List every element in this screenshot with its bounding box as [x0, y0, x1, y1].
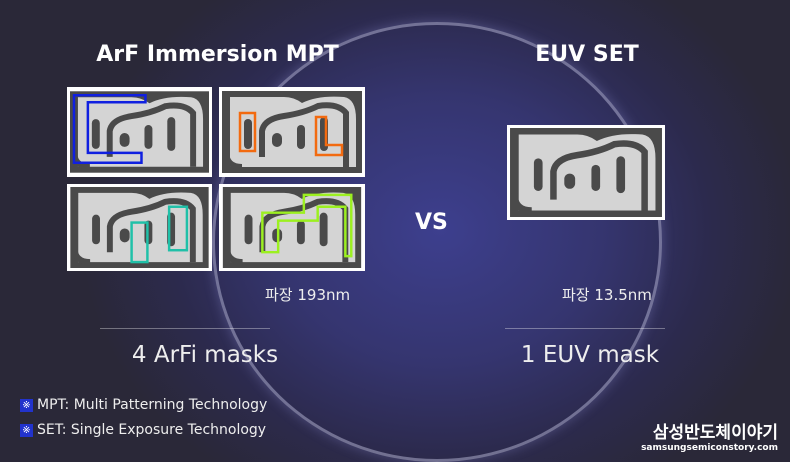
reference-mark-icon: ※ — [20, 423, 33, 437]
mask-pattern-4 — [219, 184, 365, 271]
arf-title: ArF Immersion MPT — [96, 42, 339, 67]
footnote-text: SET: Single Exposure Technology — [37, 422, 267, 438]
mask-pattern-3 — [67, 184, 212, 271]
footnote-set: ※ SET: Single Exposure Technology — [20, 422, 266, 438]
arf-mask-count: 4 ArFi masks — [131, 342, 279, 368]
logo: 삼성반도체이야기 samsungsemiconstory.com — [641, 418, 778, 453]
reference-mark-icon: ※ — [20, 398, 33, 412]
logo-name: 삼성반도체이야기 — [652, 423, 778, 443]
arf-wavelength: 파장 193nm — [265, 286, 351, 304]
mask-pattern-2 — [219, 87, 365, 177]
mask-pattern-1 — [67, 87, 212, 177]
euv-pattern — [507, 125, 665, 220]
euv-wavelength: 파장 13.5nm — [562, 286, 652, 304]
vs-label: VS — [415, 210, 448, 235]
footnote-text: MPT: Multi Patterning Technology — [37, 397, 268, 413]
divider — [505, 328, 665, 329]
footnote-mpt: ※ MPT: Multi Patterning Technology — [20, 397, 267, 413]
logo-url: samsungsemiconstory.com — [641, 443, 778, 453]
divider — [100, 328, 270, 329]
euv-title: EUV SET — [535, 42, 639, 67]
euv-mask-count: 1 EUV mask — [520, 342, 660, 368]
